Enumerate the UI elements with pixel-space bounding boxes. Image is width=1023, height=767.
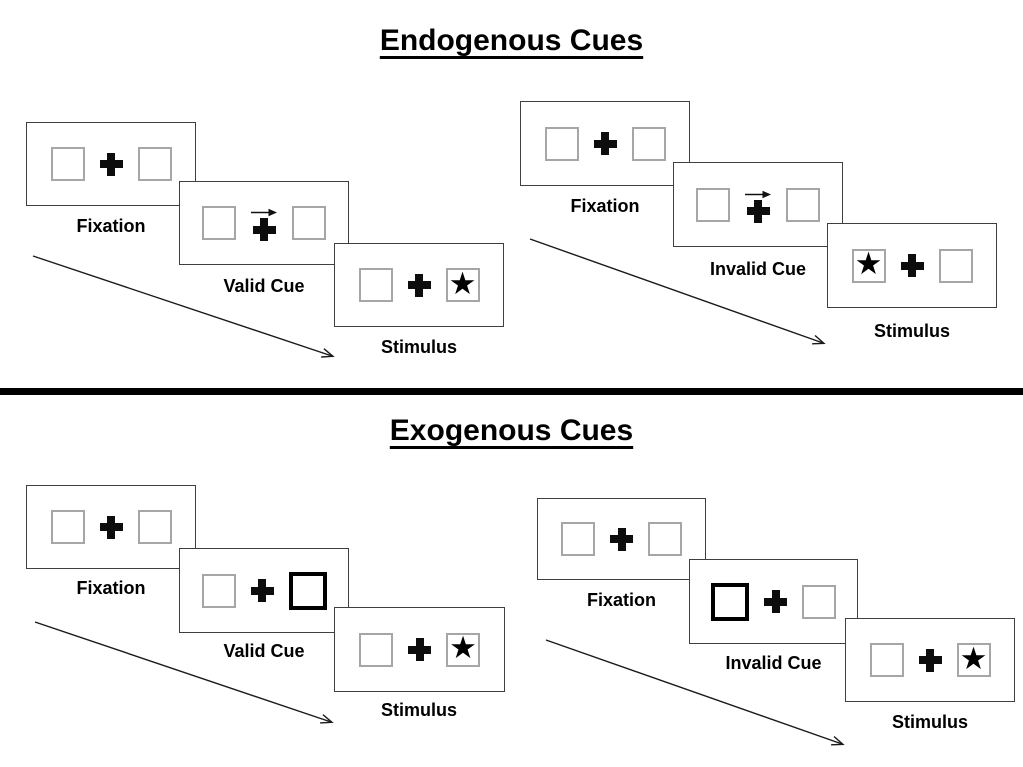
placeholder-box-right [292,206,326,240]
section-title-exogenous: Exogenous Cues [389,414,634,447]
fixation-cross-icon [918,648,942,672]
star-icon: ★ [448,265,477,302]
placeholder-box-left [50,510,85,544]
panel-label: Fixation [76,578,146,598]
panel-label: Stimulus [380,700,457,720]
fixation-panel [537,498,706,580]
fixation-cross-icon [250,579,274,602]
placeholder-box-right [631,126,666,161]
stimulus-panel: ★ [845,618,1015,702]
valid-cue-panel [179,548,349,633]
stimulus-panel: ★ [827,223,997,308]
fixation-cross-icon [99,152,123,176]
fixation-cross-icon [610,527,633,551]
fixation-cross-icon [408,638,431,661]
timeline-arrow [34,621,331,722]
fixation-cross-icon [407,273,431,297]
panel-label: Invalid Cue [725,653,822,673]
placeholder-box-left [544,126,579,161]
star-icon: ★ [959,640,988,677]
valid-cue-panel [179,181,349,265]
placeholder-box-left [359,632,393,667]
panel-label: Invalid Cue [709,259,807,279]
fixation-panel [26,122,196,206]
placeholder-box-right [137,147,172,181]
invalid-cue-panel [689,559,858,644]
panel-label: Valid Cue [223,641,305,661]
panel-label: Fixation [76,216,146,236]
panel-label: Stimulus [891,712,968,732]
timeline-arrow [545,639,842,744]
fixation-cross-icon [99,515,123,539]
placeholder-box-left [50,147,85,181]
star-stimulus-box: ★ [851,246,886,283]
panel-label: Fixation [570,196,640,216]
fixation-cross-icon [900,254,924,277]
fixation-panel [520,101,690,186]
stimulus-panel: ★ [334,243,504,327]
timeline-arrow [529,238,823,343]
star-icon: ★ [449,630,477,666]
panel-label: Stimulus [873,321,950,341]
panel-label: Valid Cue [223,276,305,296]
stimulus-panel: ★ [334,607,505,692]
highlighted-cue-box [288,571,327,610]
placeholder-box-right [786,187,820,222]
panel-label: Fixation [586,590,656,610]
right-arrow-cue-icon [251,208,277,217]
placeholder-box-left [358,268,393,302]
invalid-cue-panel [673,162,843,247]
placeholder-box-left [696,187,730,222]
fixation-cross-icon [764,590,787,613]
placeholder-box-right [802,584,836,619]
fixation-cross-icon [252,218,276,241]
placeholder-box-left [561,522,595,556]
placeholder-box-left [869,643,904,677]
star-stimulus-box: ★ [445,265,480,302]
placeholder-box-right [938,248,973,283]
star-stimulus-box: ★ [446,630,480,667]
placeholder-box-right [137,510,172,544]
fixation-cross-icon [746,199,770,223]
star-stimulus-box: ★ [956,640,991,677]
panel-label: Stimulus [380,337,457,357]
star-icon: ★ [854,246,883,282]
placeholder-box-left [202,206,236,240]
highlighted-cue-box [711,582,749,621]
fixation-panel [26,485,196,569]
timeline-arrow [32,255,332,356]
placeholder-box-right [648,522,682,556]
fixation-cross-icon [593,132,617,155]
placeholder-box-left [201,573,236,608]
section-divider [0,388,1023,395]
section-title-endogenous: Endogenous Cues [379,24,644,57]
right-arrow-cue-icon [745,190,771,198]
